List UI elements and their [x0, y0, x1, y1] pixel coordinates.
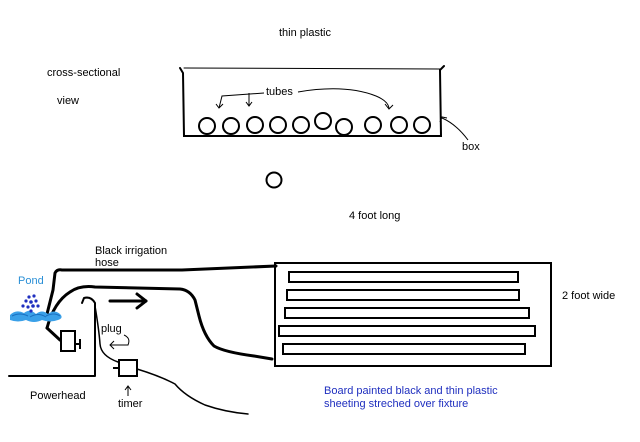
pond-water [10, 310, 62, 322]
cross-section-box [179, 65, 445, 137]
tube [269, 116, 287, 134]
tube [246, 116, 264, 134]
collector-board [274, 262, 552, 367]
tube-segment [278, 325, 536, 337]
tube [364, 116, 382, 134]
tubes-label: tubes [266, 86, 293, 98]
width-label: 2 foot wide [562, 290, 616, 302]
irrigation-hose [45, 264, 278, 361]
board-caption-line1: Board painted black and thin plastic [324, 385, 498, 397]
cross-sectional-label: cross-sectional [47, 67, 121, 79]
box-pointer [439, 116, 469, 141]
timer-box [113, 359, 138, 377]
pond-label: Pond [18, 275, 44, 287]
powerhead-pump [60, 330, 81, 352]
thin-plastic-label: thin plastic [279, 27, 331, 39]
tube [335, 118, 353, 136]
tube [413, 116, 431, 134]
timer-label: timer [118, 398, 143, 410]
tube-segment [288, 271, 519, 283]
bubbles-icon [21, 294, 40, 313]
tube-segment [282, 343, 526, 355]
plug-label: plug [101, 323, 122, 335]
serpentine-tubes [278, 271, 536, 355]
tube [198, 117, 216, 135]
timer-pointer [124, 385, 132, 396]
power-cord [94, 305, 249, 415]
plug-pointer [109, 334, 130, 350]
tube [222, 117, 240, 135]
tube [390, 116, 408, 134]
powerhead-label: Powerhead [30, 390, 86, 402]
view-label: view [57, 95, 80, 107]
tubes-pointers [215, 88, 394, 110]
board-caption-line2: sheeting streched over fixture [324, 398, 469, 410]
irrigation-label-line1: Black irrigation [95, 245, 168, 257]
tube [314, 112, 332, 130]
single-tube [265, 171, 283, 189]
tube-segment [284, 307, 530, 319]
flow-arrow-icon [108, 292, 148, 310]
irrigation-label-line2: hose [95, 257, 119, 269]
length-label: 4 foot long [349, 210, 401, 222]
tube-row [198, 112, 431, 136]
box-label: box [462, 141, 480, 153]
tube-segment [286, 289, 520, 301]
tube [292, 116, 310, 134]
pond-bank [8, 296, 96, 377]
